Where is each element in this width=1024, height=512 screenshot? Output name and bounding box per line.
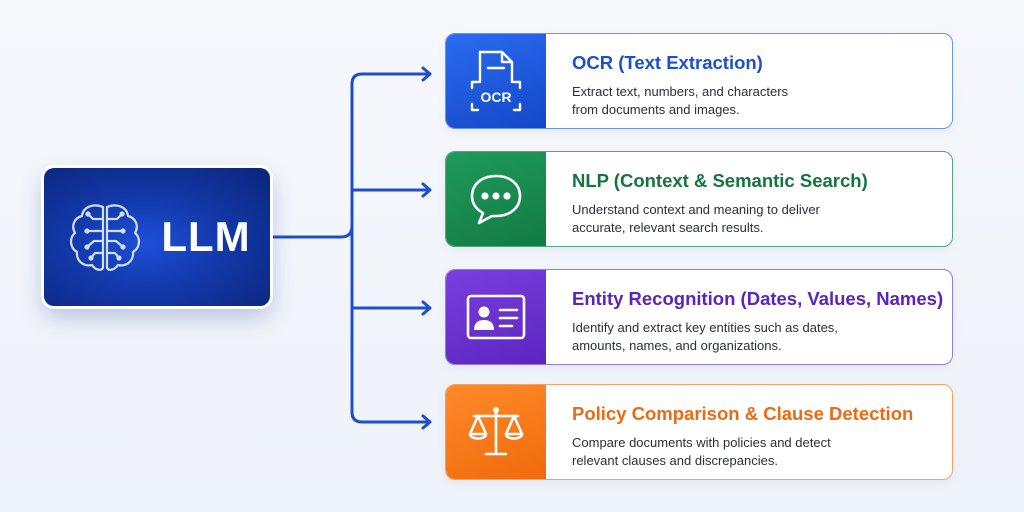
- llm-node: LLM: [44, 168, 270, 306]
- chat-bubble-icon: [470, 174, 522, 225]
- branch-line-nlp: [350, 182, 432, 239]
- svg-text:OCR: OCR: [480, 89, 511, 105]
- scales-icon: [468, 407, 524, 456]
- card-nlp-icon-tile: [446, 152, 546, 246]
- card-nlp-title: NLP (Context & Semantic Search): [572, 170, 868, 191]
- card-policy-title: Policy Comparison & Clause Detection: [572, 403, 914, 424]
- card-ocr-icon-tile: OCR: [446, 34, 546, 128]
- card-entity-description: Identify and extract key entities such a…: [572, 320, 838, 353]
- ocr-document-icon: OCR: [470, 50, 522, 112]
- trunk-line: [268, 72, 432, 239]
- card-ocr-title: OCR (Text Extraction): [572, 52, 763, 73]
- branch-line-entity: [350, 235, 432, 316]
- branch-line-ocr: [421, 66, 432, 82]
- card-nlp-description: Understand context and meaning to delive…: [572, 202, 820, 235]
- llm-label: LLM: [161, 213, 251, 260]
- card-entity-title: Entity Recognition (Dates, Values, Names…: [572, 288, 944, 309]
- card-nlp: NLP (Context & Semantic Search) Understa…: [445, 151, 953, 247]
- card-entity-recognition: Entity Recognition (Dates, Values, Names…: [445, 269, 953, 365]
- card-policy-description: Compare documents with policies and dete…: [572, 435, 831, 468]
- card-policy-comparison: Policy Comparison & Clause Detection Com…: [445, 384, 953, 480]
- card-ocr: OCR OCR (Text Extraction) Extract text, …: [445, 33, 953, 129]
- card-ocr-description: Extract text, numbers, and characters fr…: [572, 84, 789, 117]
- brain-circuit-icon: [70, 204, 141, 271]
- branch-line-policy: [350, 235, 432, 430]
- card-entity-icon-tile: [446, 270, 546, 364]
- card-policy-icon-tile: [446, 385, 546, 479]
- id-card-icon: [466, 294, 526, 340]
